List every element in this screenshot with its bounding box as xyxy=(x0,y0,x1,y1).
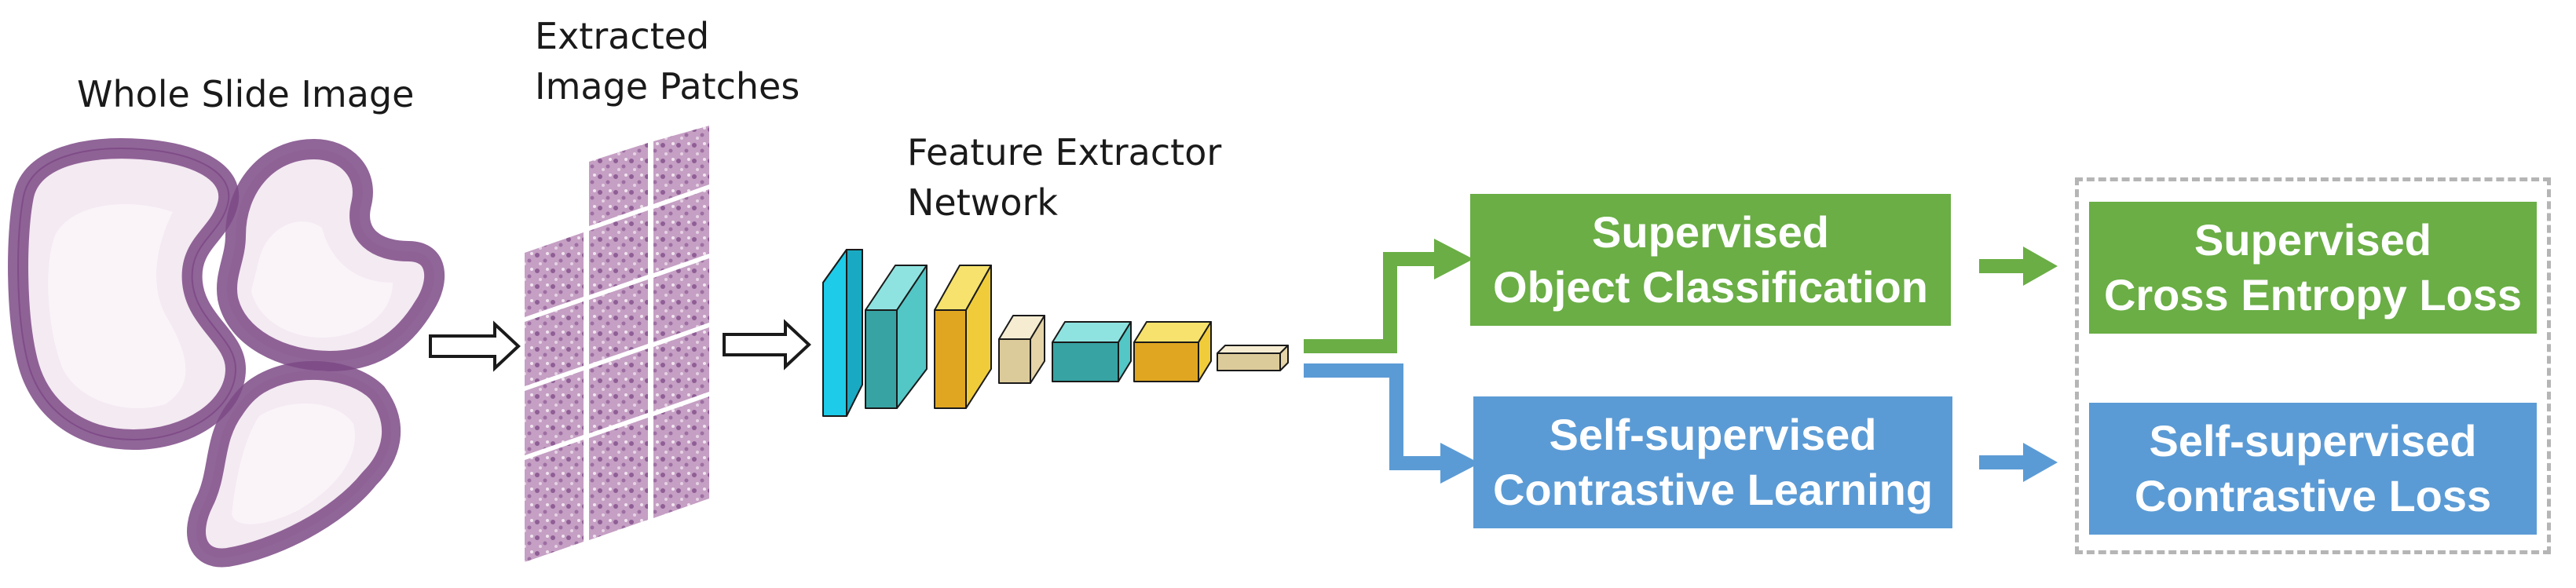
cross-entropy-loss-box: Supervised Cross Entropy Loss xyxy=(2089,202,2537,334)
patches-label-line2: Image Patches xyxy=(535,65,800,108)
self-supervised-learning-line1: Self-supervised xyxy=(1549,410,1877,459)
self-supervised-learning-line2: Contrastive Learning xyxy=(1492,465,1934,514)
patches-label-line1: Extracted xyxy=(535,15,710,57)
tissue-section-top-right xyxy=(217,138,445,372)
contrastive-loss-box: Self-supervised Contrastive Loss xyxy=(2089,403,2537,535)
wsi-label: Whole Slide Image xyxy=(77,73,415,115)
cross-entropy-loss-line1: Supervised xyxy=(2194,215,2431,265)
feature-extractor-label-line1: Feature Extractor xyxy=(907,131,1222,173)
supervised-classification-line1: Supervised xyxy=(1592,207,1829,257)
blue-branch-arrow xyxy=(1304,363,1480,484)
tissue-section-left xyxy=(8,138,247,451)
cnn-layer-5 xyxy=(1052,321,1132,382)
cnn-layer-2 xyxy=(865,265,928,409)
cnn-layer-6 xyxy=(1133,321,1212,382)
cross-entropy-loss-line2: Cross Entropy Loss xyxy=(2103,270,2523,320)
cnn-layer-7 xyxy=(1217,345,1289,371)
contrastive-loss-line2: Contrastive Loss xyxy=(2134,471,2492,520)
supervised-classification-line2: Object Classification xyxy=(1493,262,1928,312)
patch-tiles xyxy=(525,126,709,562)
contrastive-loss-line1: Self-supervised xyxy=(2149,416,2477,466)
cnn-layer-4 xyxy=(998,315,1045,384)
loss-container-dashed xyxy=(2075,177,2551,554)
green-loss-arrow xyxy=(1979,247,2058,286)
cnn-layer-3 xyxy=(934,265,992,409)
supervised-classification-box: Supervised Object Classification xyxy=(1470,194,1951,326)
blue-loss-arrow xyxy=(1979,443,2058,482)
tissue-section-bottom xyxy=(187,360,401,568)
green-branch-arrow xyxy=(1304,239,1473,353)
self-supervised-learning-box: Self-supervised Contrastive Learning xyxy=(1473,396,1952,528)
cnn-layer-1 xyxy=(822,249,863,417)
feature-extractor-label-line2: Network xyxy=(907,181,1059,224)
